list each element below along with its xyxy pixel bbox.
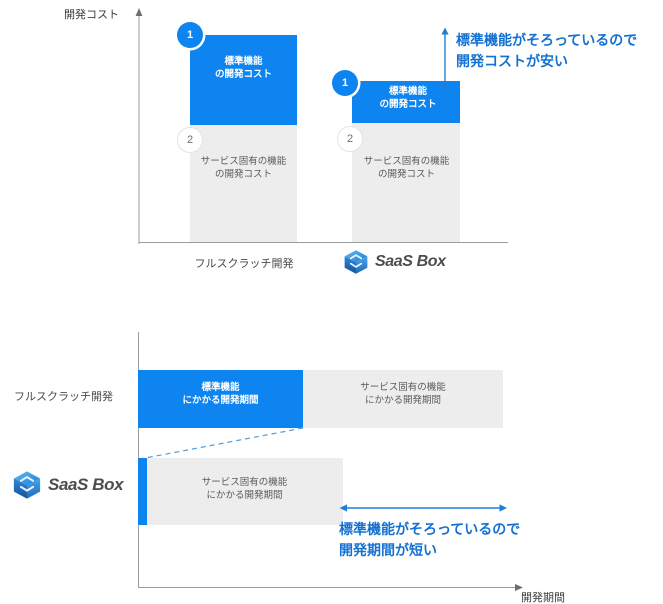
cost-bar1-custom-label: サービス固有の機能 の開発コスト [200,156,287,181]
cost-chart-category-saasbox: SaaS Box [343,249,446,275]
duration-category-saasbox: SaaS Box [12,470,124,500]
duration-category-fullscratch: フルスクラッチ開発 [14,391,113,403]
cost-bar2-standard-label: 標準機能 の開発コスト [379,86,437,111]
cost-bar2-badge-1: 1 [332,70,358,96]
duration-chart-callout: 標準機能がそろっているので 開発期間が短い [339,521,521,558]
saas-box-cube-logo-icon [12,470,42,500]
duration-row1-custom-segment [303,370,503,428]
duration-row2-custom-segment [146,458,343,525]
cost-chart-y-axis [135,8,143,244]
cost-bar2-custom-label: サービス固有の機能 の開発コスト [363,156,450,181]
duration-chart-arrow-icon [339,504,507,512]
cost-chart-callout: 標準機能がそろっているので 開発コストが安い [456,32,638,69]
duration-row2-custom-label: サービス固有の機能 にかかる開発期間 [201,477,288,502]
saas-box-wordmark: SaaS Box [48,475,124,494]
cost-bar1-standard-label: 標準機能 の開発コスト [214,56,272,81]
cost-chart-y-axis-title: 開発コスト [64,9,119,21]
saas-box-wordmark: SaaS Box [375,253,446,270]
cost-bar2-custom-segment [352,123,460,242]
cost-bar1-standard-segment [190,35,297,125]
cost-chart-category-fullscratch: フルスクラッチ開発 [194,258,294,270]
cost-chart-x-axis [139,241,508,243]
cost-bar1-custom-segment [190,125,297,242]
duration-row2-standard-segment [138,458,147,525]
duration-chart-x-axis [138,584,523,591]
duration-chart-x-axis-title: 開発期間 [521,592,565,604]
duration-row1-standard-segment [138,370,303,428]
duration-row1-standard-label: 標準機能 にかかる開発期間 [182,382,259,407]
cost-bar2-badge-2: 2 [337,126,363,152]
duration-row1-custom-label: サービス固有の機能 にかかる開発期間 [360,382,446,407]
saas-box-cube-logo-icon [343,249,369,275]
cost-bar1-badge-1: 1 [177,22,203,48]
cost-bar1-badge-2: 2 [177,127,203,153]
